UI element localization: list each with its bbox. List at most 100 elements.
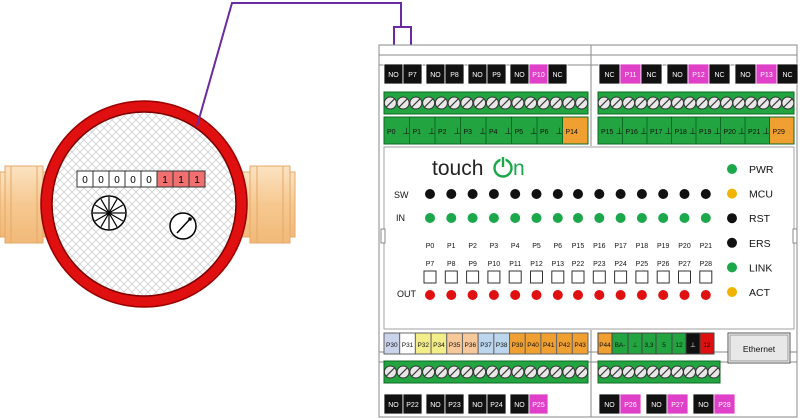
- output-button-P22[interactable]: [571, 270, 585, 284]
- output-label: P11: [509, 261, 521, 268]
- input-label: P0: [426, 243, 435, 250]
- output-button-P12[interactable]: [530, 270, 543, 284]
- meter-digit: 0: [130, 175, 136, 186]
- svg-text:⊥: ⊥: [530, 126, 538, 136]
- out-led-P8: [446, 290, 457, 300]
- svg-text:NO: NO: [698, 402, 709, 409]
- in-led-P4: [510, 213, 521, 223]
- svg-text:⊥: ⊥: [428, 126, 436, 136]
- input-terminal-P5: [511, 116, 538, 145]
- svg-text:P3: P3: [464, 129, 473, 136]
- output-button-P10[interactable]: [487, 270, 501, 284]
- out-led-P24: [615, 290, 626, 300]
- svg-text:P21: P21: [748, 129, 761, 136]
- in-led-P18: [636, 213, 647, 223]
- input-label: P3: [490, 243, 499, 250]
- output-button-P13[interactable]: [551, 270, 565, 284]
- svg-text:P32: P32: [417, 342, 429, 349]
- svg-text:NO: NO: [651, 402, 662, 409]
- output-button-P27[interactable]: [678, 270, 691, 284]
- output-button-P28[interactable]: [699, 270, 713, 284]
- out-led-P25: [636, 290, 647, 300]
- meter-digit: 0: [82, 175, 88, 186]
- svg-text:P42: P42: [559, 342, 571, 349]
- svg-text:⊥: ⊥: [738, 126, 746, 136]
- output-button-P23[interactable]: [592, 270, 606, 284]
- input-label: P15: [572, 243, 585, 250]
- svg-text:P26: P26: [624, 402, 637, 409]
- svg-text:P24: P24: [490, 402, 503, 409]
- input-terminal-P0: [383, 116, 410, 145]
- status-label-pwr: PWR: [749, 164, 774, 176]
- svg-text:P34: P34: [433, 342, 445, 349]
- status-label-link: LINK: [749, 262, 772, 274]
- out-led-P13: [552, 290, 563, 300]
- status-led-act: [727, 287, 737, 297]
- output-button-P9[interactable]: [466, 270, 480, 284]
- input-terminal-P3: [460, 116, 487, 145]
- power-logo-icon: n: [493, 157, 525, 180]
- bottom-screw-terminals: [383, 360, 721, 384]
- out-led-P11: [510, 290, 521, 300]
- input-label: P17: [614, 243, 627, 250]
- output-button-P25[interactable]: [635, 270, 649, 284]
- svg-text:NO: NO: [472, 72, 483, 79]
- relay-terminal-P26: NO P26: [598, 393, 642, 415]
- svg-text:⊥: ⊥: [690, 342, 696, 349]
- output-label: P23: [593, 261, 606, 268]
- input-terminal-P20: [720, 116, 746, 145]
- svg-text:P22: P22: [406, 402, 419, 409]
- svg-text:P19: P19: [699, 129, 712, 136]
- in-led-P5: [531, 213, 542, 223]
- out-led-P28: [700, 290, 711, 300]
- svg-text:BA-: BA-: [615, 342, 626, 349]
- out-led-P22: [573, 290, 583, 300]
- svg-text:NC: NC: [714, 72, 724, 79]
- svg-text:P12: P12: [692, 72, 705, 79]
- svg-text:⊥: ⊥: [763, 126, 771, 136]
- svg-text:P15: P15: [601, 129, 614, 136]
- out-led-P7: [425, 290, 435, 300]
- input-terminal-P19: [695, 116, 721, 145]
- output-button-P11[interactable]: [508, 270, 522, 284]
- input-label: P2: [468, 243, 477, 250]
- input-label: P4: [511, 243, 520, 250]
- svg-text:NO: NO: [388, 72, 399, 79]
- status-led-ers: [727, 237, 737, 248]
- input-terminal-P18: [671, 116, 697, 145]
- meter-dial: [169, 212, 197, 240]
- svg-text:P23: P23: [448, 402, 461, 409]
- input-label: P20: [678, 243, 691, 250]
- svg-text:NO: NO: [672, 72, 683, 79]
- svg-text:P4: P4: [489, 129, 498, 136]
- output-button-P8[interactable]: [444, 270, 458, 284]
- svg-text:P30: P30: [386, 342, 398, 349]
- ethernet-label: Ethernet: [743, 344, 776, 354]
- svg-text:NO: NO: [388, 402, 399, 409]
- svg-text:P36: P36: [465, 342, 477, 349]
- svg-text:NC: NC: [552, 72, 562, 79]
- svg-text:P8: P8: [450, 72, 459, 79]
- svg-text:P31: P31: [402, 342, 414, 349]
- in-led-P3: [488, 213, 499, 223]
- ethernet-port[interactable]: Ethernet: [727, 332, 791, 364]
- output-button-P24[interactable]: [614, 270, 628, 284]
- in-led-P0: [425, 213, 435, 223]
- svg-text:P5: P5: [515, 129, 524, 136]
- svg-text:P44: P44: [599, 342, 611, 349]
- svg-text:⊥: ⊥: [632, 342, 638, 349]
- input-label: P6: [554, 243, 563, 250]
- svg-text:NO: NO: [604, 402, 615, 409]
- out-led-P9: [467, 290, 478, 300]
- output-button-P26[interactable]: [656, 270, 670, 284]
- in-led-P20: [679, 213, 690, 223]
- svg-text:⊥: ⊥: [479, 126, 487, 136]
- input-terminal-P6: [536, 116, 563, 145]
- output-button-P7[interactable]: [423, 270, 437, 284]
- output-label: P24: [614, 261, 627, 268]
